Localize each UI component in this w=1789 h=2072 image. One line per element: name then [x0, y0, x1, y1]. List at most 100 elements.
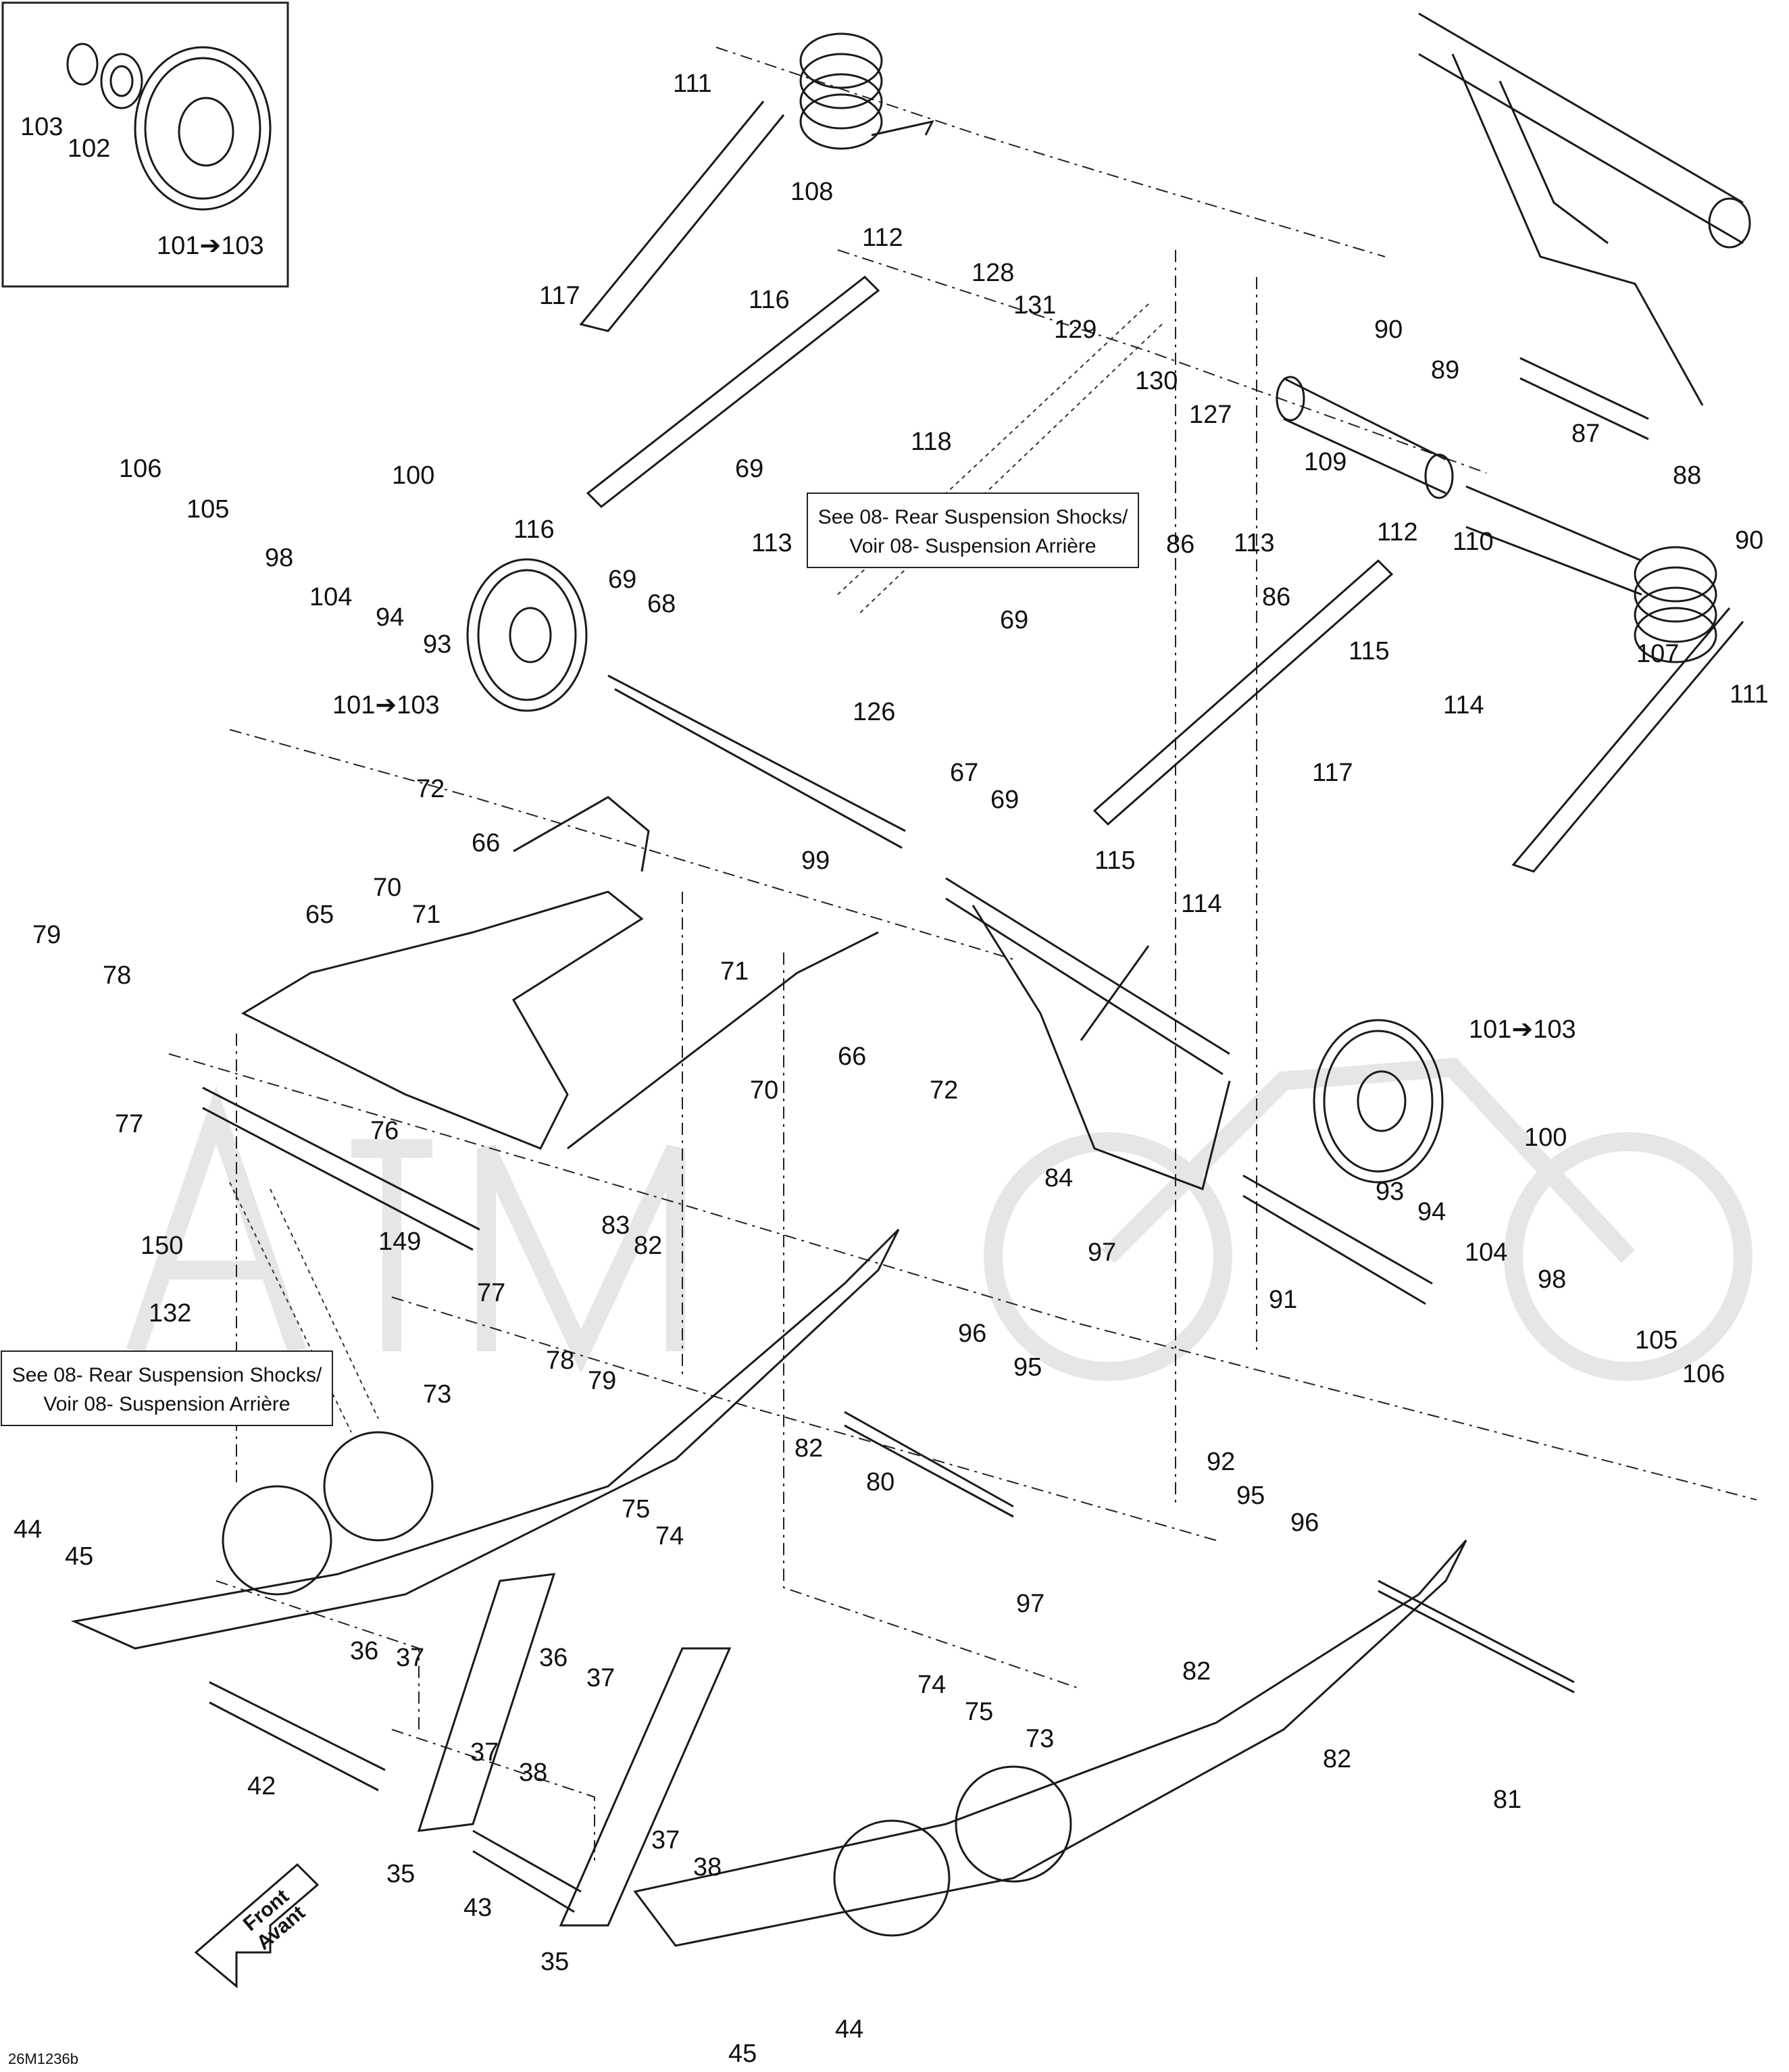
callout: 93 [1376, 1178, 1404, 1206]
watermark-logo [126, 1057, 1753, 1381]
callout: 37 [586, 1664, 615, 1692]
callout: 38 [693, 1853, 722, 1881]
callout: 95 [1236, 1482, 1265, 1510]
callout: 92 [1207, 1448, 1235, 1476]
shock-132 [229, 1182, 379, 1433]
callout: 37 [651, 1826, 680, 1854]
callout: 98 [265, 544, 293, 572]
callout: 81 [1493, 1786, 1521, 1814]
shafts [202, 357, 1649, 1913]
callout: 71 [720, 957, 749, 986]
callout: 72 [930, 1076, 958, 1105]
callout: 45 [728, 2040, 757, 2068]
front-arm-65 [241, 796, 879, 1150]
rear-arm-assembly [1418, 12, 1751, 406]
callout: 73 [1026, 1725, 1054, 1753]
callout: 70 [373, 874, 401, 902]
callout-labels: 103 102 101➔103 111 108 117 112 116 128 … [14, 70, 1769, 2068]
callout: 43 [463, 1894, 492, 1922]
spring-108 [579, 32, 934, 332]
callout: 103 [20, 113, 63, 141]
callout: 66 [472, 829, 500, 857]
callout: 128 [972, 259, 1014, 287]
callout: 65 [305, 901, 334, 929]
callout: 97 [1088, 1238, 1116, 1267]
callout: 101➔103 [332, 691, 440, 719]
callout: 86 [1166, 530, 1194, 559]
callout: 116 [749, 286, 790, 314]
callout: 76 [370, 1117, 399, 1145]
assembly-lines [168, 47, 1757, 1865]
callout: 73 [423, 1380, 451, 1409]
callout: 78 [546, 1346, 574, 1375]
callout: 106 [1682, 1360, 1725, 1388]
callout: 68 [647, 590, 676, 618]
callout: 72 [416, 775, 445, 803]
callout: 87 [1571, 420, 1600, 448]
callout: 90 [1374, 315, 1403, 344]
callout: 38 [519, 1759, 547, 1787]
callout: 79 [588, 1367, 616, 1395]
callout: 77 [115, 1110, 143, 1138]
callout: 113 [1234, 529, 1275, 557]
callout: 44 [14, 1515, 42, 1544]
inset-box [1, 1, 289, 288]
callout: 42 [247, 1772, 276, 1800]
callout: 93 [423, 630, 451, 659]
callout: 101➔103 [1469, 1015, 1576, 1044]
callout: 91 [1269, 1286, 1297, 1314]
callout: 67 [950, 759, 978, 787]
callout: 37 [396, 1644, 424, 1672]
callout: 150 [141, 1232, 183, 1260]
callout: 149 [378, 1228, 421, 1256]
callout: 129 [1054, 315, 1097, 344]
front-direction-arrow [194, 1863, 320, 1989]
callout: 36 [350, 1637, 378, 1665]
callout: 108 [790, 178, 833, 206]
callout: 96 [958, 1319, 986, 1348]
callout: 104 [1465, 1238, 1507, 1267]
callout: 66 [838, 1042, 866, 1071]
callout: 107 [1636, 640, 1679, 668]
callout: 118 [911, 428, 952, 456]
callout: 37 [470, 1738, 499, 1767]
callout: 44 [835, 2015, 863, 2044]
callout: 117 [1312, 759, 1353, 787]
callout: 75 [622, 1495, 650, 1523]
callout: 94 [1417, 1198, 1446, 1226]
note-line: See 08- Rear Suspension Shocks/ [818, 506, 1128, 528]
callout: 36 [539, 1644, 568, 1672]
callout: 35 [386, 1860, 415, 1888]
callout: 127 [1189, 401, 1232, 429]
rear-arm-84 [945, 877, 1231, 1190]
callout: 106 [119, 455, 161, 483]
callout: 82 [634, 1232, 662, 1260]
callout: 114 [1181, 890, 1222, 918]
callout: 114 [1443, 691, 1484, 719]
callout: 84 [1044, 1164, 1073, 1192]
callout: 98 [1538, 1265, 1566, 1294]
callout: 74 [655, 1522, 684, 1550]
callout: 112 [862, 224, 903, 252]
callout: 105 [1635, 1326, 1678, 1355]
callout: 111 [673, 70, 712, 98]
callout: 99 [801, 847, 830, 875]
scissor-links [417, 1573, 732, 1927]
callout: 110 [1453, 528, 1494, 556]
callout: 71 [412, 901, 440, 929]
spring-107 [1511, 546, 1744, 873]
diagram-code: 26M1236b [8, 2050, 78, 2067]
callout: 79 [32, 921, 61, 949]
note-box-2 [1, 1350, 333, 1426]
callout: 86 [1262, 583, 1290, 611]
reference-notes: See 08- Rear Suspension Shocks/ Voir 08-… [12, 506, 1128, 1415]
callout: 130 [1135, 367, 1178, 395]
callout: 111 [1730, 680, 1769, 709]
callout: 69 [608, 565, 636, 594]
callout: 126 [853, 698, 895, 726]
callout: 88 [1673, 461, 1701, 490]
callout: 45 [65, 1542, 93, 1571]
callout: 80 [866, 1468, 894, 1496]
callout: 105 [186, 495, 229, 524]
